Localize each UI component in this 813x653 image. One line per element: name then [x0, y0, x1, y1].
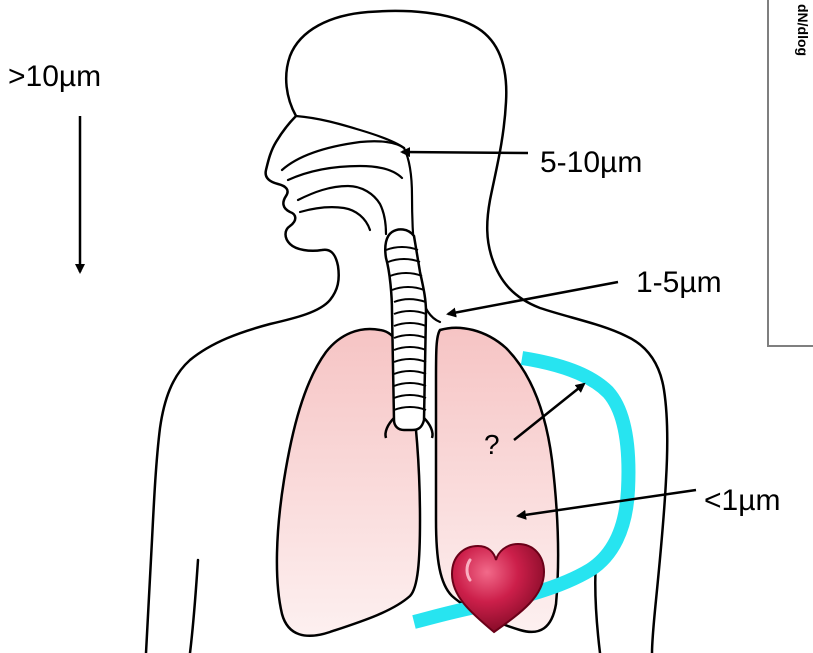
right-bronchus — [424, 418, 433, 438]
label-question: ? — [484, 429, 500, 460]
label-over-10um: >10µm — [8, 60, 101, 93]
label-under-1um: <1µm — [704, 484, 780, 517]
inset-chart-fragment: dN/dlog — [768, 0, 813, 346]
left-arm-inner — [190, 560, 198, 653]
label-1-5um: 1-5µm — [636, 266, 722, 299]
nasal-passage-lower — [288, 166, 402, 180]
arrow-icon-5-10 — [402, 152, 528, 153]
arrow-icon-1-5 — [448, 282, 618, 314]
tongue — [300, 207, 370, 230]
inset-axis-label: dN/dlog — [795, 4, 811, 56]
label-5-10um: 5-10µm — [540, 146, 642, 179]
